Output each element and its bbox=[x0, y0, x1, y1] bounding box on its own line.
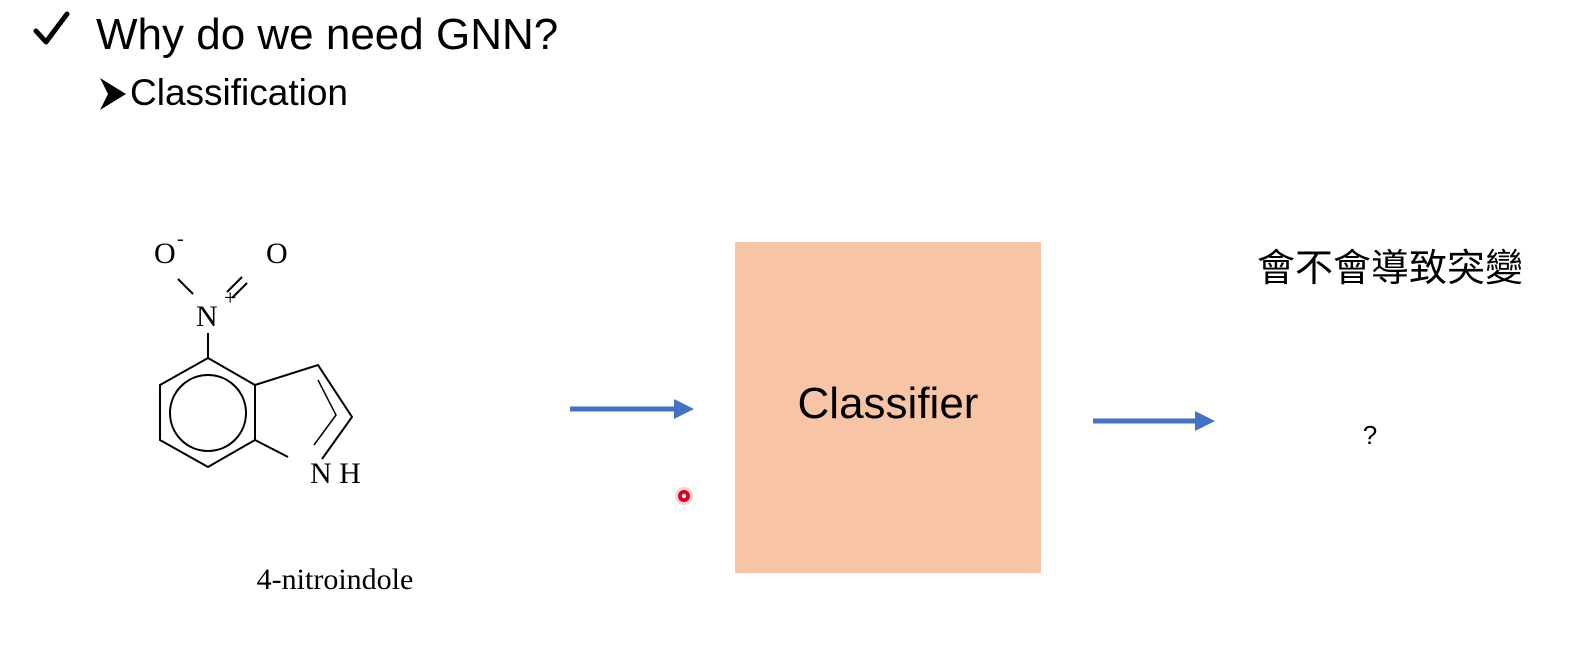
aromatic-circle bbox=[169, 374, 247, 452]
arrowhead-bullet-icon bbox=[100, 78, 126, 110]
nitrogen-charge-label: + bbox=[224, 285, 236, 310]
input-arrow bbox=[570, 399, 694, 419]
molecule-name: 4-nitroindole bbox=[256, 563, 414, 596]
nitrogen-label: N bbox=[196, 300, 218, 333]
pyrrole-ring bbox=[254, 363, 354, 460]
classifier-label: Classifier bbox=[797, 378, 979, 428]
output-arrow bbox=[1093, 411, 1215, 431]
oxygen-right-label: O bbox=[266, 237, 288, 270]
output-answer: ? bbox=[1362, 420, 1378, 450]
slide-subtitle: Classification bbox=[130, 72, 348, 113]
slide-title: Why do we need GNN? bbox=[96, 10, 559, 59]
oxygen-charge-label: - bbox=[177, 228, 184, 250]
classifier-box: Classifier bbox=[735, 242, 1041, 573]
check-mark-icon bbox=[33, 11, 70, 45]
molecule-structure: O - O N + N H bbox=[154, 228, 361, 490]
output-question: 會不會導致突變 bbox=[1256, 246, 1523, 290]
oxygen-left-label: O bbox=[154, 237, 176, 270]
nh-label: N H bbox=[310, 457, 361, 490]
laser-pointer-dot bbox=[675, 487, 693, 505]
